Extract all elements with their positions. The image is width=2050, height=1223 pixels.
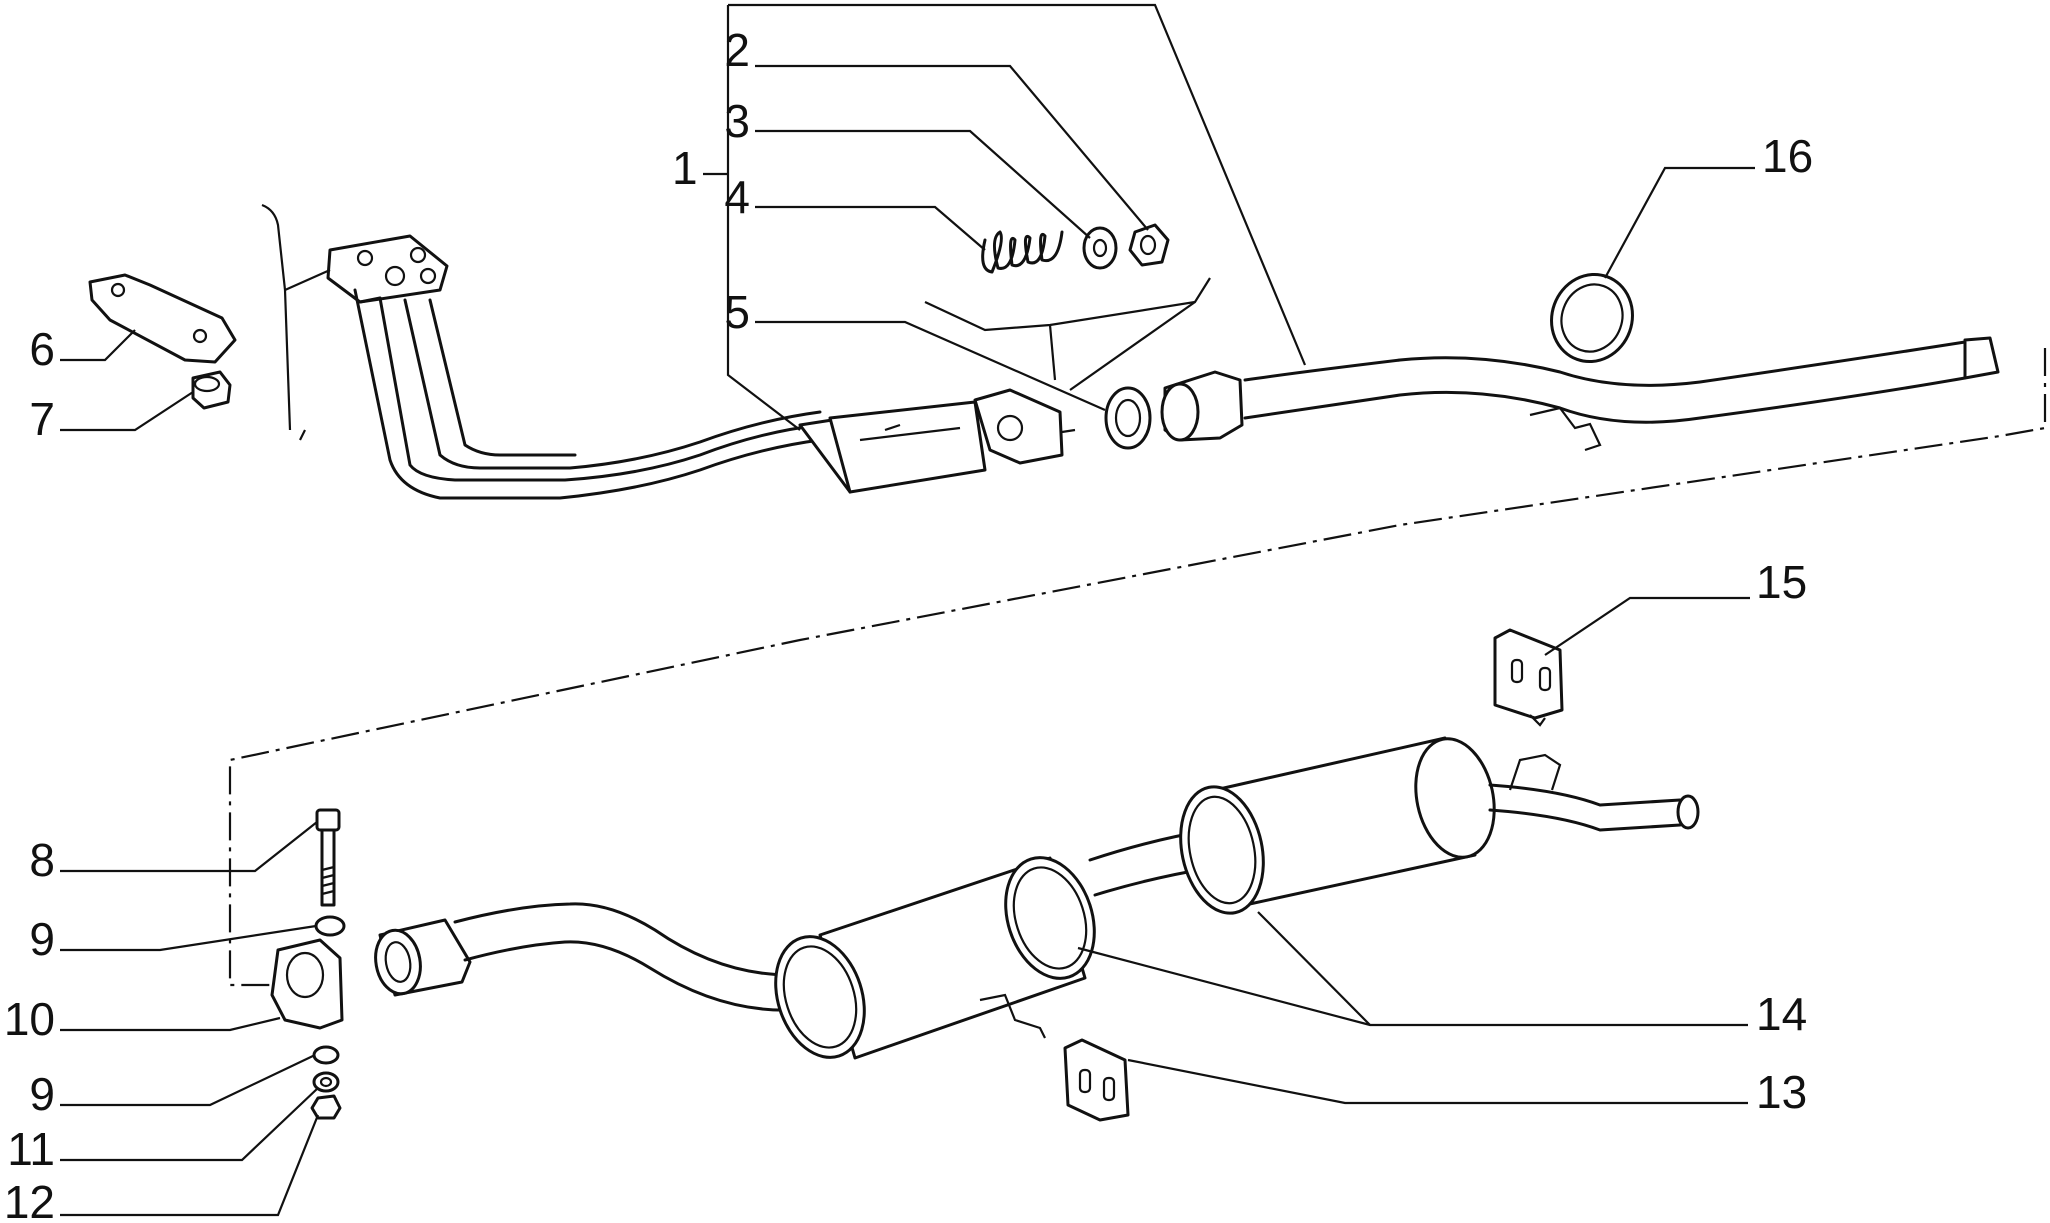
washer-9-lower xyxy=(312,1045,340,1065)
callout-14: 14 xyxy=(1756,988,1807,1040)
nut-2 xyxy=(1128,223,1170,267)
callout-9-upper: 9 xyxy=(29,913,55,965)
rubber-hanger-13 xyxy=(1063,1038,1130,1122)
washer-9-upper xyxy=(314,915,346,937)
callout-1: 1 xyxy=(672,142,698,194)
callout-4: 4 xyxy=(724,171,750,223)
front-exhaust-pipe xyxy=(326,234,1076,500)
intermediate-pipe xyxy=(1160,336,2000,452)
manifold-bracket-lines xyxy=(261,203,331,441)
callout-10: 10 xyxy=(4,993,55,1045)
spring-group-bracket xyxy=(924,277,1211,391)
callout-labels: 1 2 3 4 5 6 7 8 9 10 9 11 12 13 14 15 16 xyxy=(4,24,1813,1223)
seal-ring-16 xyxy=(1550,272,1634,364)
silencer-front xyxy=(774,856,1096,1060)
callout-5: 5 xyxy=(724,286,750,338)
gasket-ring-5 xyxy=(1104,386,1152,450)
bracket-plate-6 xyxy=(88,273,237,364)
rubber-hanger-15 xyxy=(1493,628,1564,727)
dash-separator-upper xyxy=(228,348,2047,987)
callout-16: 16 xyxy=(1762,130,1813,182)
callout-8: 8 xyxy=(29,834,55,886)
clamp-10 xyxy=(270,938,344,1030)
callout-11: 11 xyxy=(7,1123,55,1175)
nut-7 xyxy=(191,370,232,410)
callout-15: 15 xyxy=(1756,556,1807,608)
nut-12 xyxy=(310,1094,342,1120)
callout-7: 7 xyxy=(29,393,55,445)
callout-6: 6 xyxy=(29,323,55,375)
silencer-rear xyxy=(1179,736,1700,915)
callout-3: 3 xyxy=(724,95,750,147)
callout-13: 13 xyxy=(1756,1066,1807,1118)
callout-12: 12 xyxy=(4,1176,55,1223)
bolt-8 xyxy=(315,808,341,907)
callout-2: 2 xyxy=(724,24,750,76)
spring-4 xyxy=(981,230,1064,274)
callout-9-lower: 9 xyxy=(29,1068,55,1120)
leader-lines xyxy=(60,3,1755,1217)
lock-washer-11 xyxy=(312,1071,340,1093)
washer-3 xyxy=(1082,226,1118,270)
rear-exhaust-pipe xyxy=(374,902,792,1012)
